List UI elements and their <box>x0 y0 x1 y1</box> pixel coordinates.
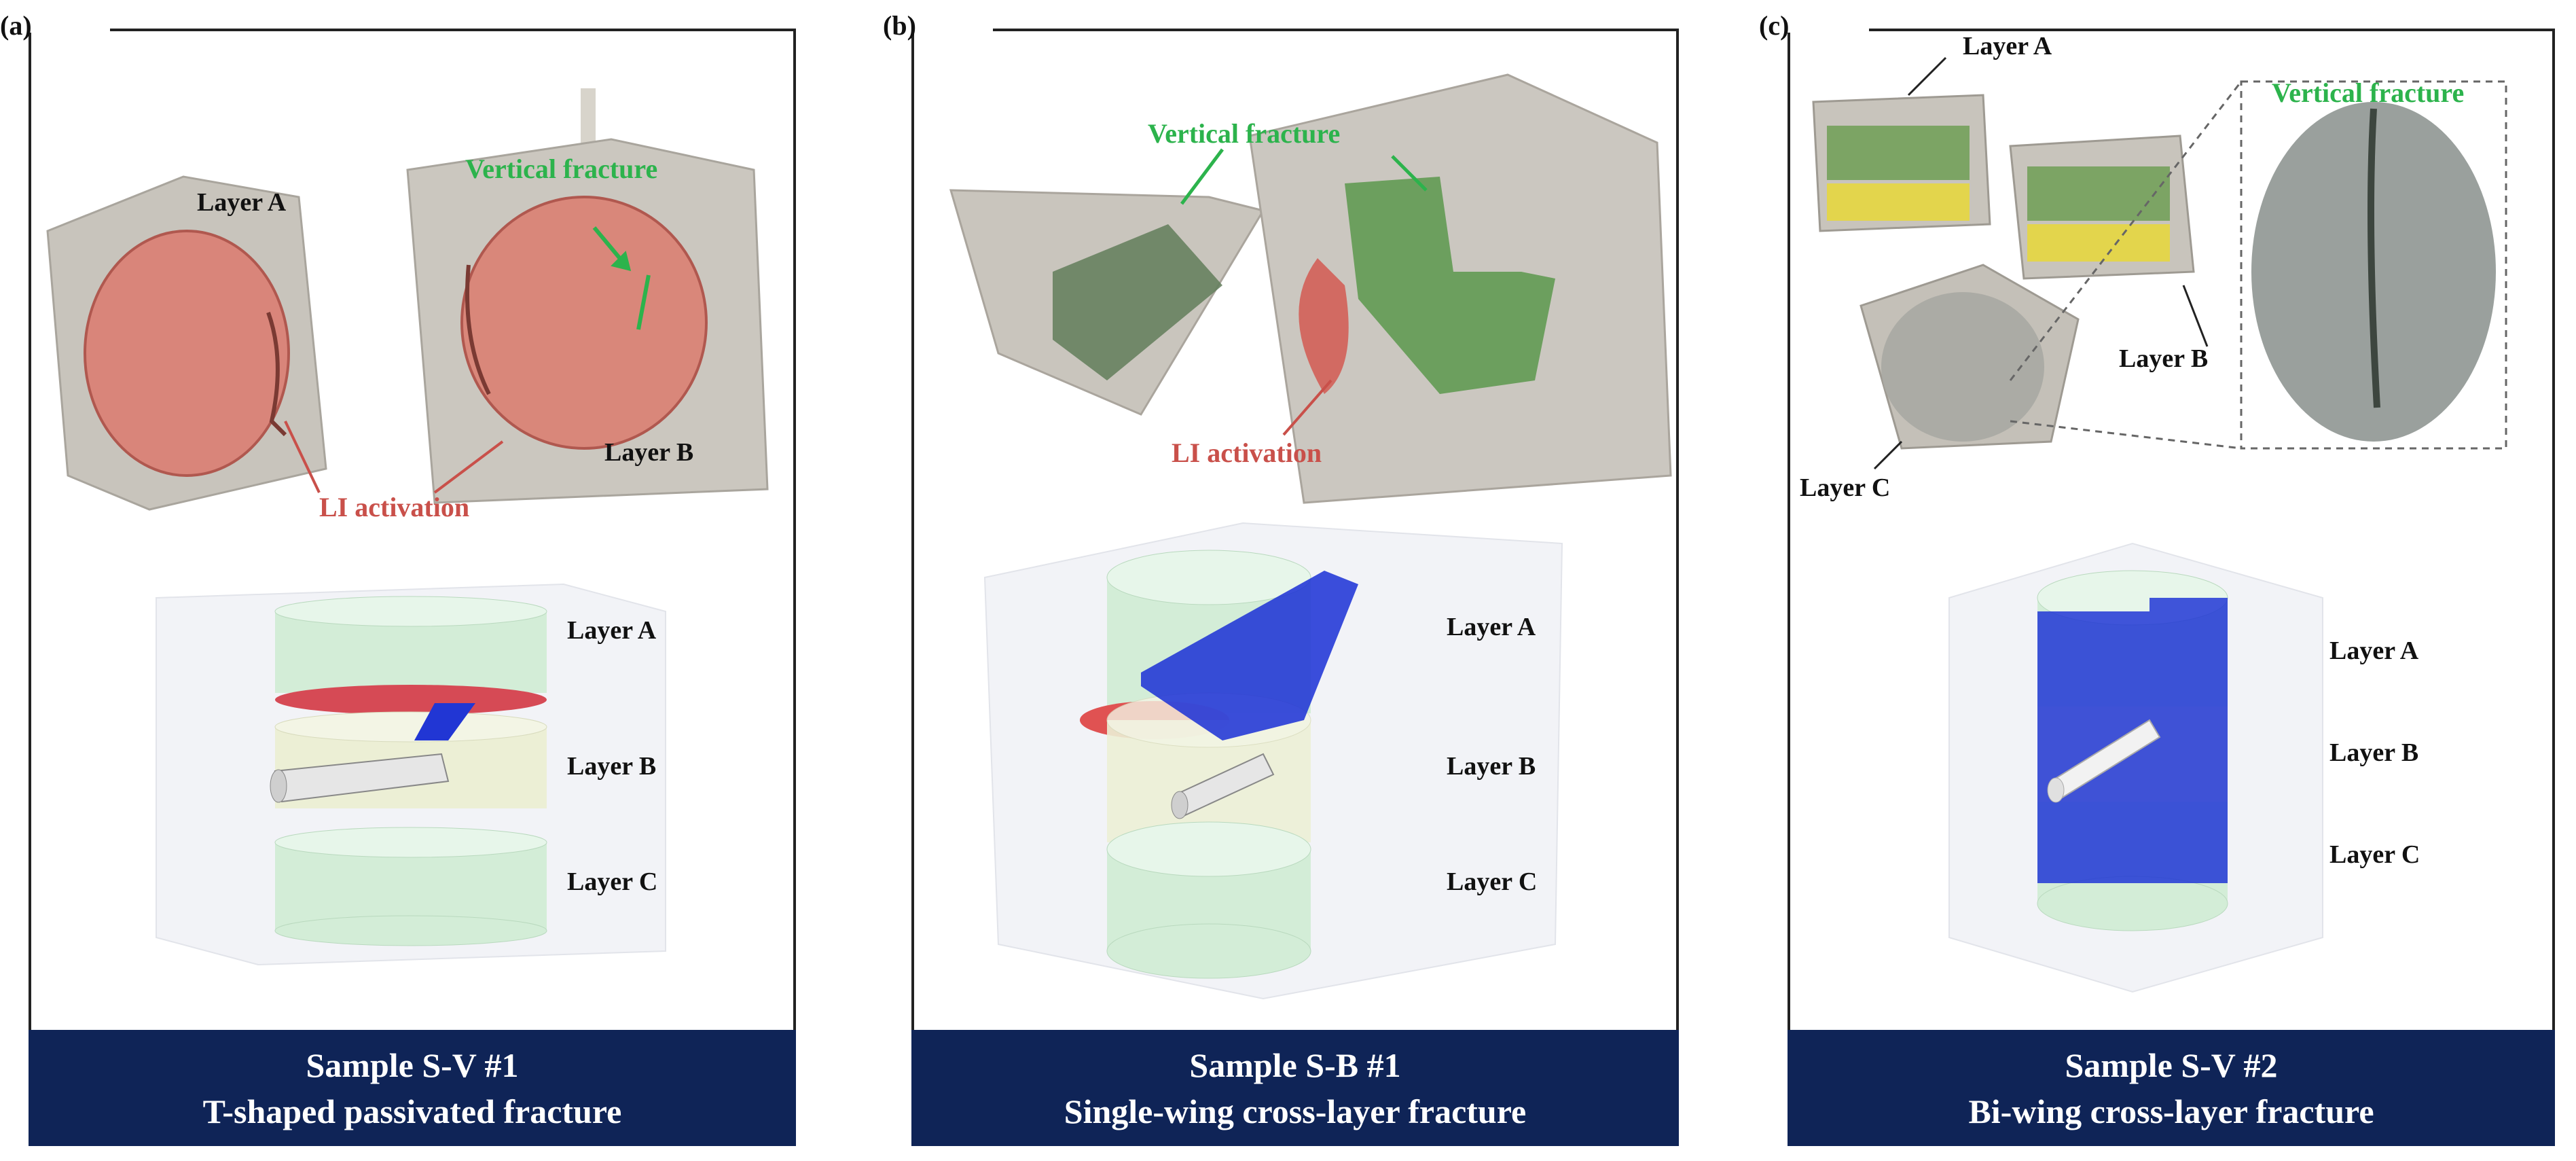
banner-sample-id: Sample S-V #2 <box>2065 1046 2278 1084</box>
wellbore-pipe <box>270 753 450 803</box>
arrow <box>1282 379 1332 436</box>
panel-c-letter: (c) <box>1759 10 1790 41</box>
banner-sample-id: Sample S-B #1 <box>1189 1046 1401 1084</box>
banner-sample-id: Sample S-V #1 <box>306 1046 519 1084</box>
panel-b: (b) Vertical fracture LI activation <box>883 0 1698 1161</box>
panel-c-banner: Sample S-V #2 Bi-wing cross-layer fractu… <box>1788 1030 2555 1146</box>
photo-label-vertical-fracture: Vertical fracture <box>1148 118 1340 149</box>
wellbore-pipe <box>2047 719 2161 803</box>
model-label-layer-c: Layer C <box>567 868 657 896</box>
panel-b-letter: (b) <box>883 10 916 41</box>
panel-c: (c) <box>1759 0 2574 1161</box>
wellbore-pipe <box>1171 753 1275 819</box>
panel-a: (a) <box>0 0 815 1161</box>
zoom-inset <box>2009 80 2507 450</box>
rock-specimen-photo <box>1248 73 1672 504</box>
model-label-layer-a: Layer A <box>2329 637 2419 665</box>
panel-a-art: Layer A Layer B Vertical fracture LI act… <box>46 88 769 966</box>
photo-label-layer-a: Layer A <box>197 188 287 217</box>
model-label-layer-a: Layer A <box>1447 613 1536 641</box>
photo-label-layer-a: Layer A <box>1963 32 2052 60</box>
rock-specimen-photo <box>406 88 769 504</box>
cylinder-model <box>1948 542 2323 993</box>
panel-b-art: Vertical fracture LI activation <box>949 73 1672 1000</box>
model-label-layer-c: Layer C <box>1447 868 1537 896</box>
photo-label-layer-b: Layer B <box>604 438 693 467</box>
model-label-layer-a: Layer A <box>567 616 657 645</box>
photo-label-layer-b: Layer B <box>2119 344 2208 373</box>
model-label-layer-b: Layer B <box>1447 752 1536 781</box>
model-label-layer-b: Layer B <box>567 752 656 781</box>
rock-specimen-photo <box>949 189 1265 416</box>
banner-fracture-type: Bi-wing cross-layer fracture <box>1968 1092 2374 1130</box>
model-label-layer-c: Layer C <box>2329 840 2420 869</box>
photo-label-vertical-fracture: Vertical fracture <box>2272 77 2464 108</box>
photo-label-li-activation: LI activation <box>1172 437 1322 468</box>
photo-label-layer-c: Layer C <box>1800 474 1890 502</box>
arrow <box>592 226 651 330</box>
panel-c-art: Layer A Layer B Layer C Vertical fractur… <box>1800 32 2507 993</box>
rock-specimen-photo <box>46 175 327 511</box>
photo-label-vertical-fracture: Vertical fracture <box>465 154 657 184</box>
rock-specimen-photo <box>1812 94 1991 232</box>
rock-specimen-photo <box>2009 135 2195 280</box>
photo-label-li-activation: LI activation <box>319 492 469 522</box>
panel-b-banner: Sample S-B #1 Single-wing cross-layer fr… <box>911 1030 1679 1146</box>
arrow <box>1873 56 2209 470</box>
banner-fracture-type: Single-wing cross-layer fracture <box>1064 1092 1527 1130</box>
panel-a-banner: Sample S-V #1 T-shaped passivated fractu… <box>29 1030 796 1146</box>
banner-fracture-type: T-shaped passivated fracture <box>202 1092 622 1130</box>
rock-specimen-photo <box>1860 264 2080 450</box>
arrow <box>1180 148 1428 205</box>
panel-a-letter: (a) <box>0 10 32 41</box>
model-label-layer-b: Layer B <box>2329 738 2418 767</box>
cylinder-model <box>983 522 1563 1000</box>
cylinder-model <box>156 583 666 966</box>
arrow <box>284 421 504 494</box>
